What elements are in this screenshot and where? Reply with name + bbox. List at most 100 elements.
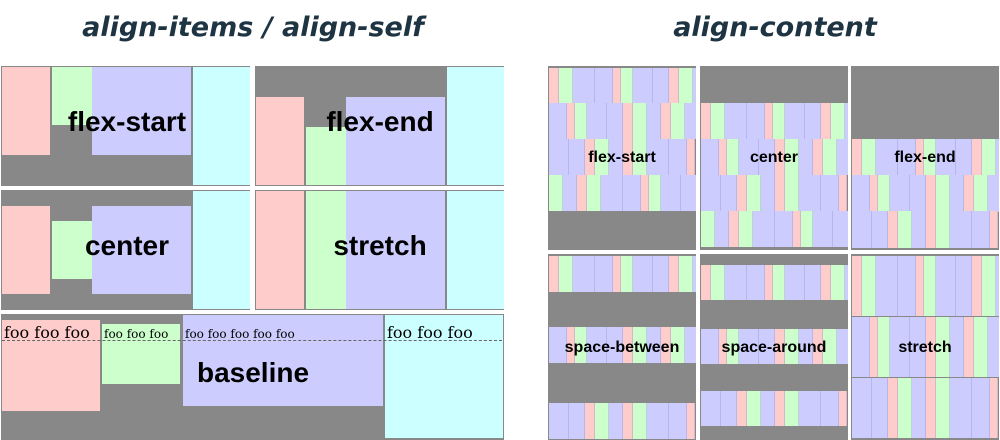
foo-text-blue: foo foo foo foo foo — [185, 327, 295, 341]
flex-item-stripe — [573, 68, 595, 104]
label-content-space-around: space-around — [721, 339, 827, 356]
flex-item-stripe — [711, 103, 725, 139]
flex-item-stripe — [888, 378, 898, 438]
flex-item-stripe — [793, 211, 801, 247]
flex-item-stripe — [719, 329, 727, 364]
flex-item-stripe — [669, 139, 687, 175]
blue-item — [183, 315, 383, 406]
flex-item-stripe — [823, 139, 837, 175]
cyan-item — [193, 191, 250, 309]
flex-line — [701, 391, 847, 426]
flex-item-stripe — [623, 403, 633, 439]
flex-item-stripe — [837, 329, 848, 364]
flex-item-stripe — [956, 139, 972, 176]
flex-item-stripe — [621, 68, 633, 104]
flex-item-stripe — [785, 329, 799, 364]
flex-item-stripe — [924, 139, 936, 176]
flex-item-stripe — [549, 403, 569, 439]
label-flex-start: flex-start — [67, 106, 187, 137]
flex-item-stripe — [711, 265, 725, 300]
flex-item-stripe — [898, 211, 912, 248]
flex-line — [549, 139, 695, 175]
flex-item-stripe — [775, 329, 785, 364]
flex-item-stripe — [936, 378, 950, 438]
content-panel-space-between: space-between — [548, 254, 696, 440]
flex-item-stripe — [872, 211, 888, 248]
flex-item-stripe — [761, 175, 775, 211]
cyan-item — [447, 191, 504, 309]
flex-item-stripe — [687, 139, 695, 175]
flex-item-stripe — [821, 391, 839, 426]
flex-item-stripe — [936, 317, 950, 377]
flex-item-stripe — [725, 103, 747, 139]
flex-item-stripe — [633, 327, 647, 363]
flex-line — [549, 403, 695, 439]
foo-text-pink: foo foo foo — [4, 323, 90, 342]
green-item — [52, 221, 92, 279]
flex-item-stripe — [685, 327, 696, 363]
flex-item-stripe — [988, 317, 999, 377]
flex-item-stripe — [912, 378, 926, 438]
flex-item-stripe — [775, 175, 785, 211]
flex-item-stripe — [647, 403, 669, 439]
flex-item-stripe — [821, 175, 839, 211]
pink-item — [2, 67, 50, 155]
flex-item-stripe — [747, 391, 761, 426]
flex-line — [852, 317, 999, 377]
flex-item-stripe — [569, 403, 585, 439]
flex-item-stripe — [950, 317, 964, 377]
flex-item-stripe — [587, 327, 607, 363]
green-item — [52, 67, 92, 125]
flex-item-stripe — [701, 265, 711, 300]
panel-flex-end: flex-end — [255, 66, 504, 186]
flex-item-stripe — [563, 175, 577, 211]
flex-item-stripe — [972, 211, 990, 248]
flex-line — [852, 378, 998, 438]
flex-item-stripe — [737, 175, 747, 211]
flex-item-stripe — [549, 103, 567, 139]
flex-item-stripe — [633, 103, 647, 139]
flex-line — [701, 103, 848, 139]
flex-line — [549, 327, 696, 363]
flex-item-stripe — [721, 391, 737, 426]
flex-item-stripe — [833, 211, 848, 247]
flex-line — [549, 68, 696, 104]
flex-line — [549, 103, 696, 139]
flex-item-stripe — [990, 211, 998, 248]
flex-item-stripe — [715, 211, 729, 247]
flex-item-stripe — [870, 317, 878, 377]
flex-item-stripe — [926, 378, 936, 438]
flex-item-stripe — [936, 175, 950, 212]
flex-item-stripe — [747, 175, 761, 211]
flex-item-stripe — [607, 327, 623, 363]
flex-item-stripe — [701, 103, 711, 139]
flex-line — [852, 256, 999, 316]
flex-item-stripe — [862, 256, 876, 316]
flex-item-stripe — [575, 103, 587, 139]
flex-item-stripe — [852, 378, 872, 438]
flex-item-stripe — [990, 378, 998, 438]
flex-item-stripe — [633, 139, 647, 175]
flex-item-stripe — [633, 256, 653, 292]
flex-item-stripe — [996, 139, 999, 176]
flex-item-stripe — [725, 265, 747, 300]
flex-item-stripe — [982, 139, 996, 176]
flex-item-stripe — [587, 175, 601, 211]
flex-item-stripe — [623, 139, 633, 175]
flex-item-stripe — [679, 68, 693, 104]
flex-item-stripe — [801, 211, 813, 247]
flex-item-stripe — [569, 139, 585, 175]
flex-item-stripe — [669, 68, 679, 104]
flex-item-stripe — [567, 327, 575, 363]
flex-line — [701, 329, 848, 364]
flex-item-stripe — [982, 256, 996, 316]
flex-item-stripe — [924, 256, 936, 316]
flex-line — [701, 211, 848, 247]
flex-line — [549, 256, 696, 292]
flex-item-stripe — [878, 175, 890, 212]
flex-item-stripe — [821, 103, 831, 139]
flex-item-stripe — [972, 378, 990, 438]
blue-item — [346, 97, 445, 185]
flex-item-stripe — [567, 103, 575, 139]
flex-item-stripe — [805, 103, 821, 139]
